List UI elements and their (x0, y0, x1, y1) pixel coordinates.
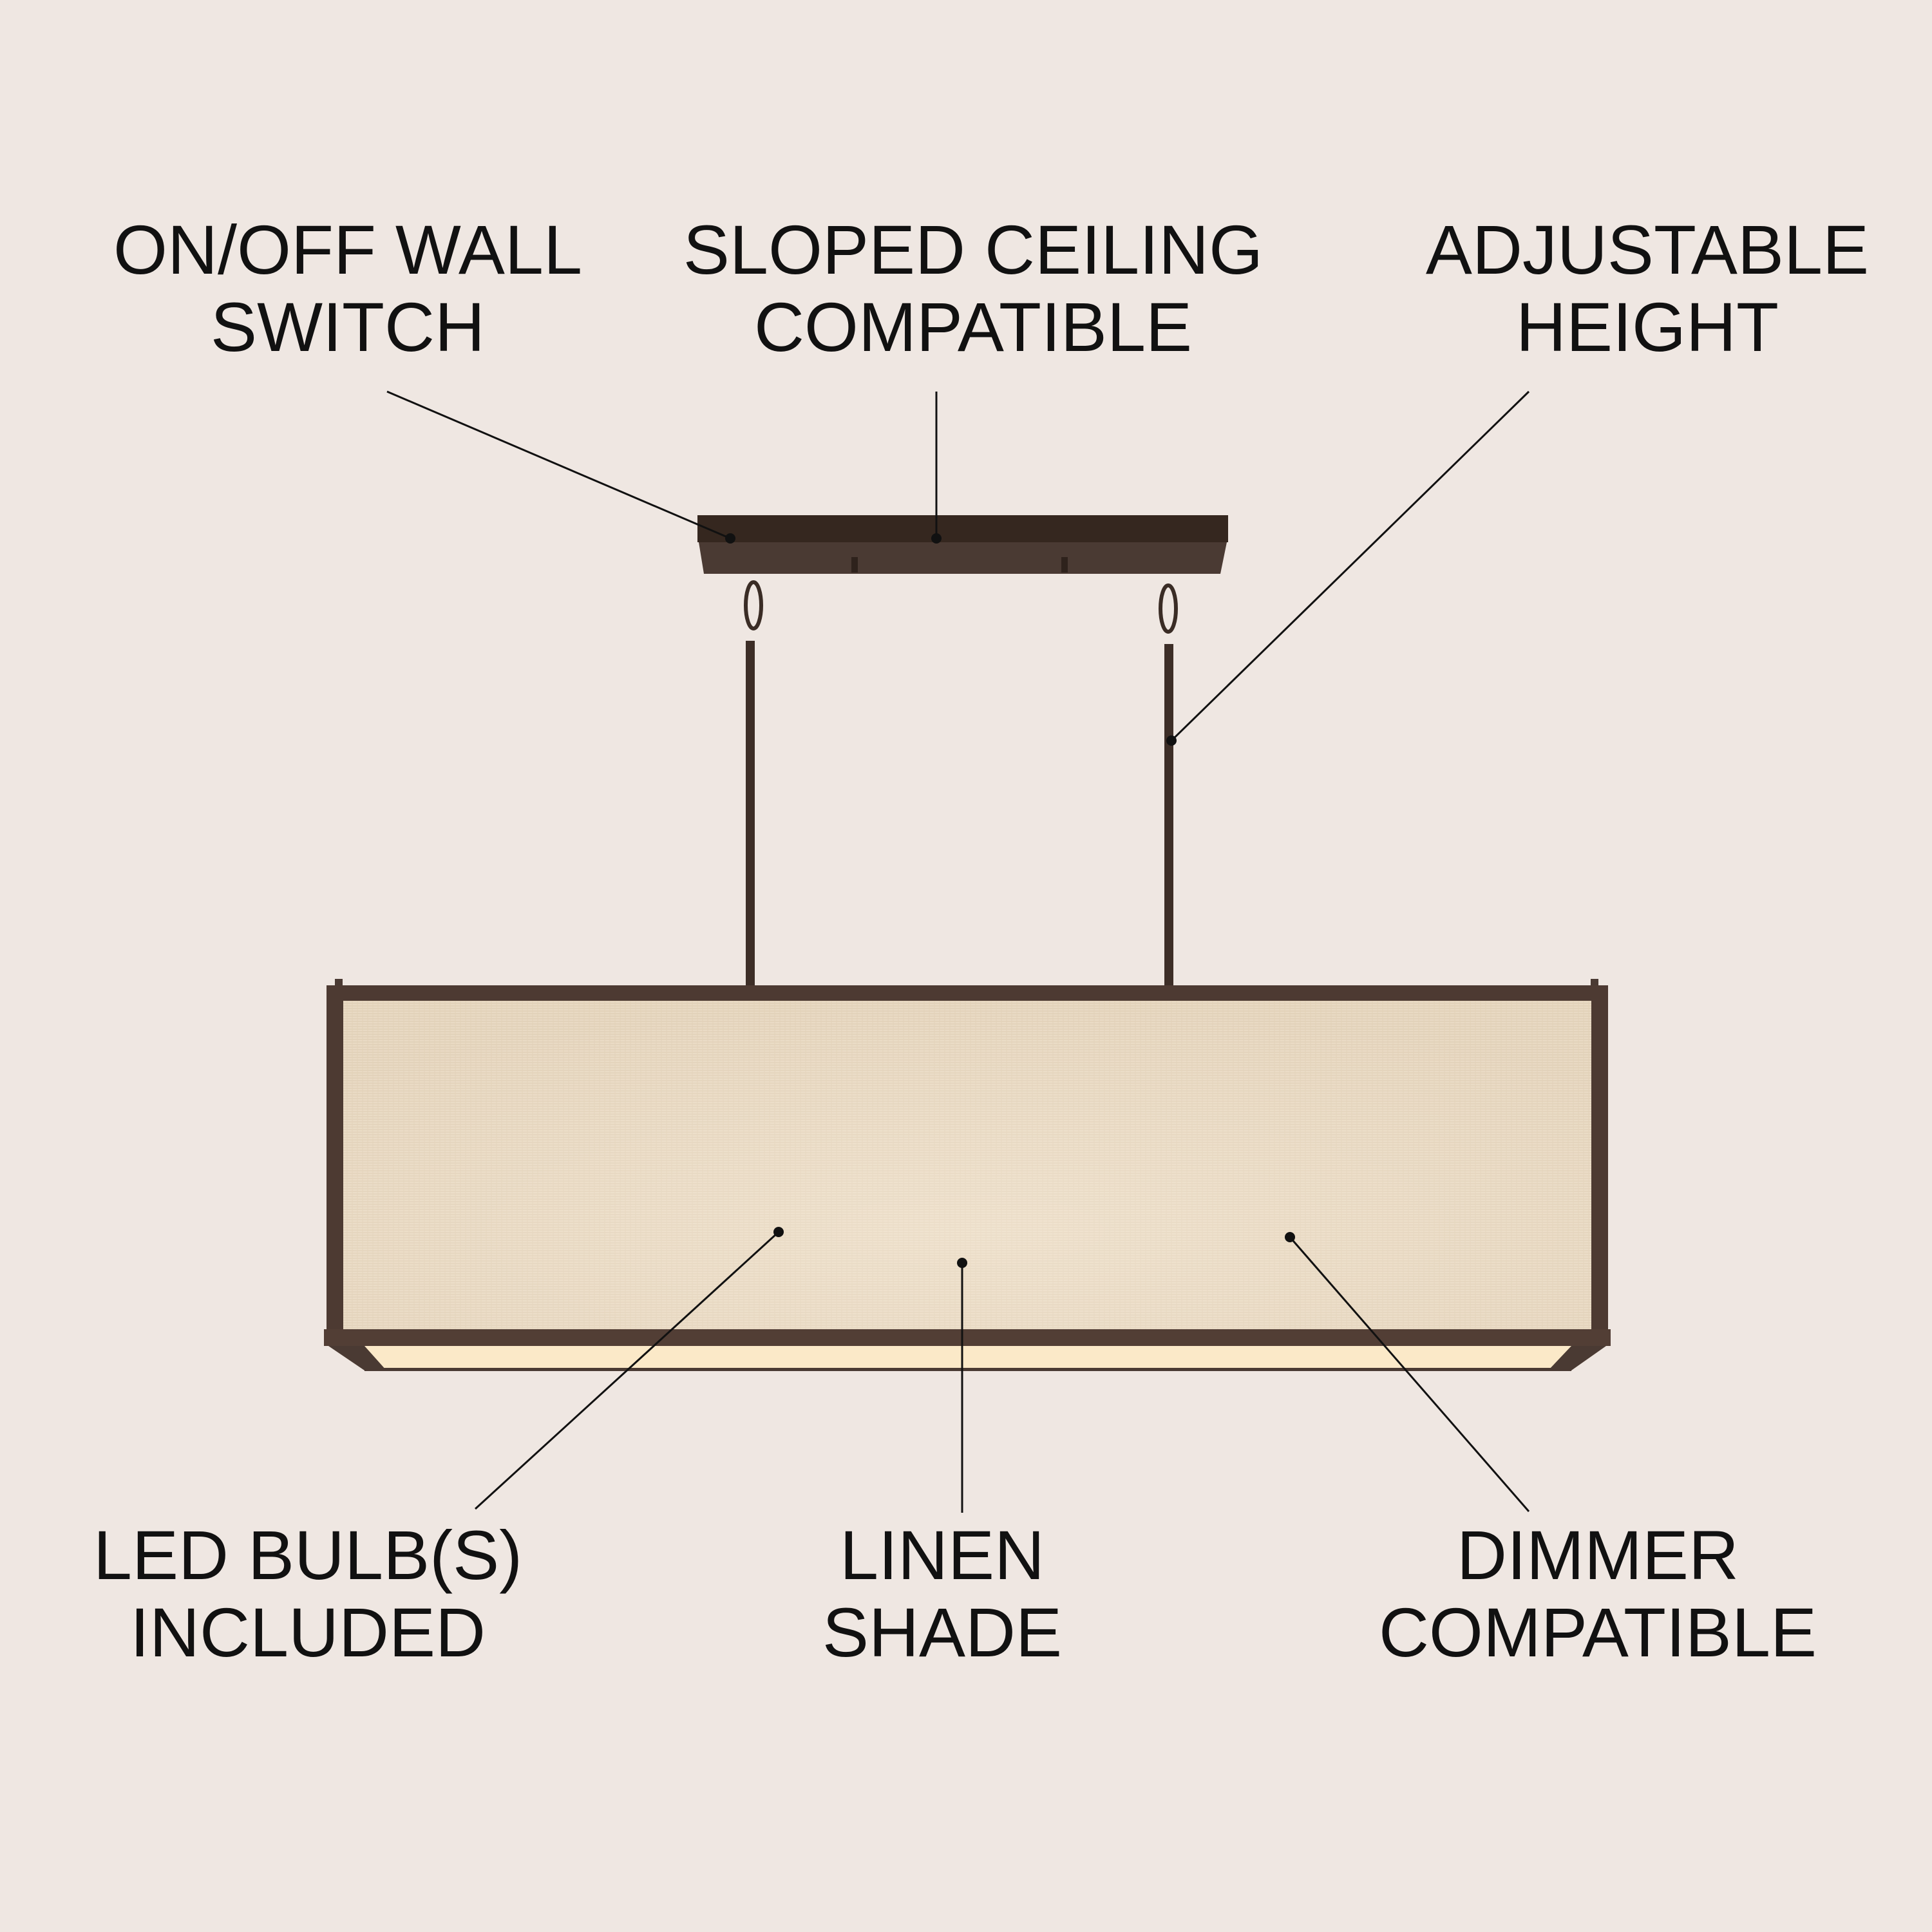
callout-adjustable-height: ADJUSTABLE HEIGHT (1426, 211, 1869, 366)
callout-line: SHADE (822, 1593, 1062, 1671)
callout-line: ON/OFF WALL (113, 211, 582, 289)
callout-line: LED BULB(S) (93, 1516, 522, 1594)
callout-sloped-ceiling: SLOPED CEILING COMPATIBLE (683, 211, 1263, 366)
callout-line: COMPATIBLE (1379, 1593, 1817, 1671)
callout-dimmer: DIMMER COMPATIBLE (1379, 1516, 1817, 1671)
callout-led-bulbs: LED BULB(S) INCLUDED (93, 1516, 522, 1671)
callout-line: INCLUDED (130, 1593, 486, 1671)
callout-line: COMPATIBLE (754, 288, 1192, 366)
callout-line: ADJUSTABLE (1426, 211, 1869, 289)
callout-line: SLOPED CEILING (683, 211, 1263, 289)
callout-line: DIMMER (1457, 1516, 1739, 1594)
callout-linen-shade: LINEN SHADE (822, 1516, 1062, 1671)
callout-line: LINEN (840, 1516, 1045, 1594)
callout-leaders (386, 390, 1530, 1513)
callout-line: HEIGHT (1516, 288, 1779, 366)
callout-line: SWITCH (211, 288, 485, 366)
callout-on-off-switch: ON/OFF WALL SWITCH (113, 211, 582, 366)
ceiling-canopy (697, 515, 1228, 574)
suspension-rods (744, 580, 1178, 989)
linen-shade (324, 979, 1611, 1371)
